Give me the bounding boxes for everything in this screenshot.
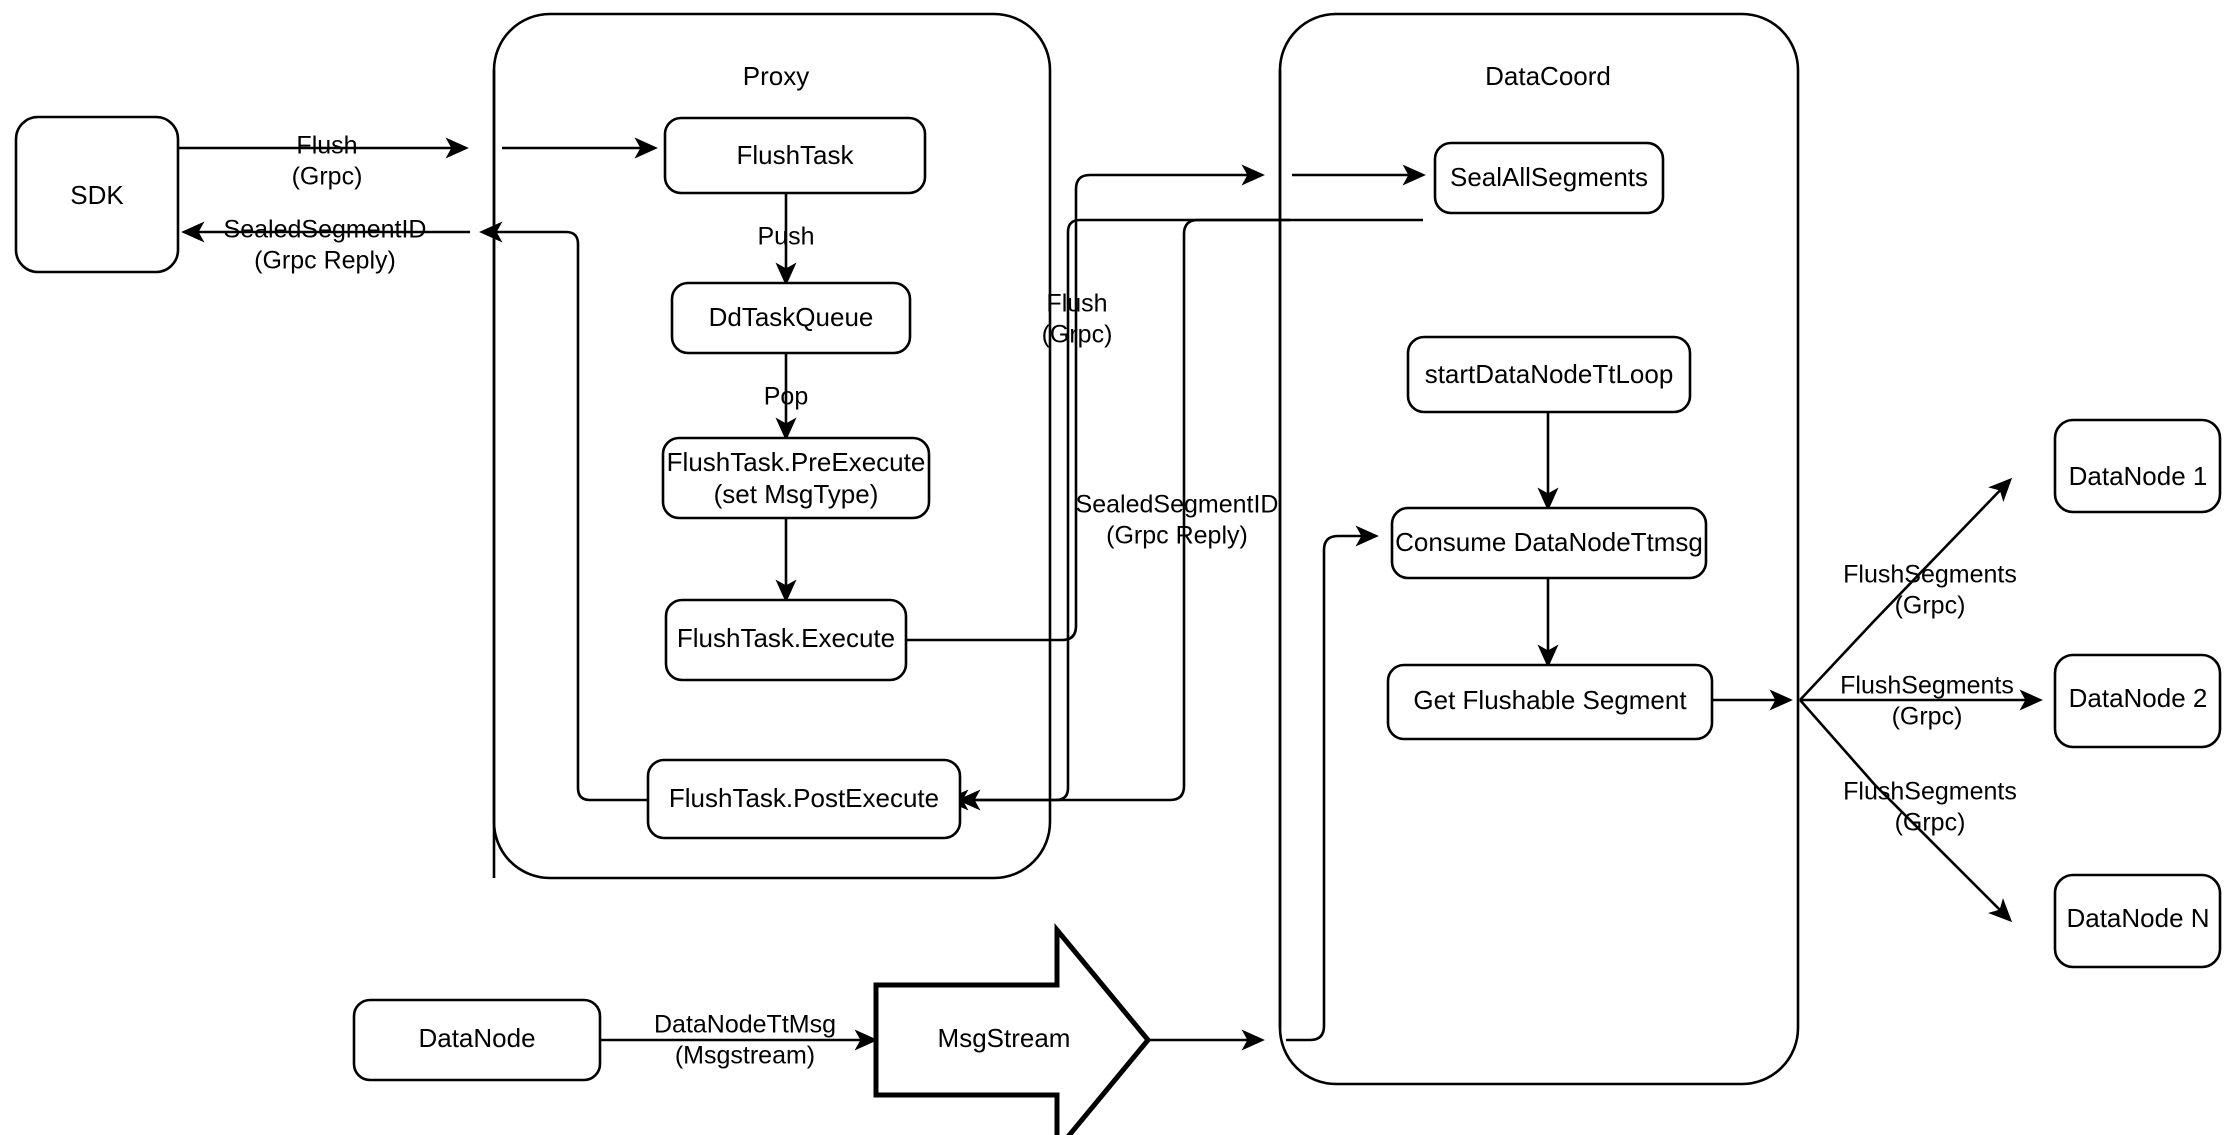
svg-text:SealedSegmentID: SealedSegmentID <box>224 216 427 244</box>
node-datanode-source[interactable]: DataNode <box>352 998 602 1082</box>
node-datanode-n-box[interactable] <box>2053 873 2222 969</box>
svg-text:FlushSegments: FlushSegments <box>1840 672 2014 700</box>
edge-label-datanode-ttmsg: DataNodeTtMsg (Msgstream) <box>654 1011 836 1070</box>
node-flush-task-label: FlushTask <box>736 140 854 170</box>
edge-label-flush-segments-n: FlushSegments (Grpc) <box>1843 778 2017 837</box>
svg-text:(Grpc): (Grpc) <box>292 163 363 191</box>
edge-datacoord-reply-to-postexecute <box>945 218 1290 811</box>
node-datanode-2[interactable]: DataNode 2 <box>2053 653 2222 749</box>
edge-ttmsg-rail-to-consume <box>1286 525 1379 1042</box>
node-seal-all-segments-box[interactable] <box>1433 141 1665 215</box>
node-flushtask-postexecute-box[interactable] <box>646 758 962 840</box>
edge-label-proxy-to-datacoord: Flush (Grpc) <box>1042 290 1113 349</box>
edge-label-pop: Pop <box>764 383 808 411</box>
node-consume-datanode-ttmsg-box[interactable] <box>1390 506 1708 580</box>
node-get-flushable-segment[interactable]: Get Flushable Segment <box>1386 663 1714 741</box>
edge-label-flush-segments-2: FlushSegments (Grpc) <box>1840 672 2014 731</box>
node-datanode-2-label: DataNode 2 <box>2069 683 2208 713</box>
svg-text:Flush: Flush <box>1046 290 1107 318</box>
edge-label-flush-segments-1: FlushSegments (Grpc) <box>1843 561 2017 620</box>
svg-text:(Grpc Reply): (Grpc Reply) <box>1106 522 1248 550</box>
node-get-flushable-segment-box[interactable] <box>1386 663 1714 741</box>
svg-text:Push: Push <box>758 223 815 251</box>
node-datanode-1-label: DataNode 1 <box>2069 461 2208 491</box>
svg-text:(Grpc): (Grpc) <box>1892 703 1963 731</box>
node-datanode-source-box[interactable] <box>352 998 602 1082</box>
node-start-datanode-ttloop-label: startDataNodeTtLoop <box>1425 359 1674 389</box>
node-flushtask-preexecute[interactable]: FlushTask.PreExecute (set MsgType) <box>661 436 931 520</box>
node-seal-all-segments-label: SealAllSegments <box>1450 162 1648 192</box>
node-flushtask-postexecute[interactable]: FlushTask.PostExecute <box>646 758 962 840</box>
edge-label-sdk-to-proxy: Flush (Grpc) <box>292 132 363 191</box>
node-flushtask-preexecute-label-line2: (set MsgType) <box>714 479 879 509</box>
node-msgstream-arrow-shape[interactable] <box>873 923 1152 1135</box>
node-sdk-label: SDK <box>70 180 124 210</box>
svg-text:(Grpc): (Grpc) <box>1895 809 1966 837</box>
svg-text:(Grpc): (Grpc) <box>1895 592 1966 620</box>
svg-text:Flush: Flush <box>296 132 357 160</box>
node-flushtask-preexecute-label-line1: FlushTask.PreExecute <box>667 447 926 477</box>
node-get-flushable-segment-label: Get Flushable Segment <box>1413 685 1687 715</box>
svg-text:FlushSegments: FlushSegments <box>1843 561 2017 589</box>
edge-label-push: Push <box>758 223 815 251</box>
edge-hub-to-datanode-n <box>1799 699 2013 923</box>
node-flushtask-postexecute-label: FlushTask.PostExecute <box>669 783 939 813</box>
node-datanode-1[interactable]: DataNode 1 <box>2053 418 2222 514</box>
node-dd-task-queue-box[interactable] <box>670 281 912 355</box>
edge-execute-to-datacoord <box>906 164 1265 642</box>
node-dd-task-queue[interactable]: DdTaskQueue <box>670 281 912 355</box>
node-datanode-2-box[interactable] <box>2053 653 2222 749</box>
node-datanode-n-label: DataNode N <box>2066 903 2209 933</box>
node-start-datanode-ttloop[interactable]: startDataNodeTtLoop <box>1406 335 1692 414</box>
node-seal-all-segments[interactable]: SealAllSegments <box>1433 141 1665 215</box>
svg-text:SealedSegmentID: SealedSegmentID <box>1076 491 1279 519</box>
node-sdk[interactable]: SDK <box>14 115 180 274</box>
edge-label-proxy-to-sdk: SealedSegmentID (Grpc Reply) <box>224 216 427 275</box>
node-datanode-1-box[interactable] <box>2053 418 2222 514</box>
node-msgstream[interactable]: MsgStream <box>873 923 1152 1135</box>
edge-label-datacoord-to-proxy: SealedSegmentID (Grpc Reply) <box>1076 491 1279 550</box>
node-dd-task-queue-label: DdTaskQueue <box>709 302 874 332</box>
node-flushtask-execute[interactable]: FlushTask.Execute <box>664 598 908 682</box>
node-sdk-box[interactable] <box>14 115 180 274</box>
node-flush-task-box[interactable] <box>663 116 927 195</box>
svg-text:(Grpc): (Grpc) <box>1042 321 1113 349</box>
svg-text:Pop: Pop <box>764 383 808 411</box>
edge-postexecute-to-sdk-rail <box>479 221 648 802</box>
node-consume-datanode-ttmsg[interactable]: Consume DataNodeTtmsg <box>1390 506 1708 580</box>
node-msgstream-label: MsgStream <box>938 1023 1071 1053</box>
node-flushtask-execute-box[interactable] <box>664 598 908 682</box>
svg-text:(Msgstream): (Msgstream) <box>675 1042 815 1070</box>
datacoord-container-label: DataCoord <box>1485 61 1611 91</box>
svg-text:FlushSegments: FlushSegments <box>1843 778 2017 806</box>
node-flushtask-execute-label: FlushTask.Execute <box>677 623 895 653</box>
svg-text:DataNodeTtMsg: DataNodeTtMsg <box>654 1011 836 1039</box>
proxy-container-label: Proxy <box>743 61 809 91</box>
svg-text:(Grpc Reply): (Grpc Reply) <box>254 247 396 275</box>
node-flush-task[interactable]: FlushTask <box>663 116 927 195</box>
node-consume-datanode-ttmsg-label: Consume DataNodeTtmsg <box>1395 527 1703 557</box>
node-datanode-source-label: DataNode <box>418 1023 535 1053</box>
node-datanode-n[interactable]: DataNode N <box>2053 873 2222 969</box>
edge-hub-to-datanode-1 <box>1799 477 2013 701</box>
node-flushtask-preexecute-box[interactable] <box>661 436 931 520</box>
node-start-datanode-ttloop-box[interactable] <box>1406 335 1692 414</box>
